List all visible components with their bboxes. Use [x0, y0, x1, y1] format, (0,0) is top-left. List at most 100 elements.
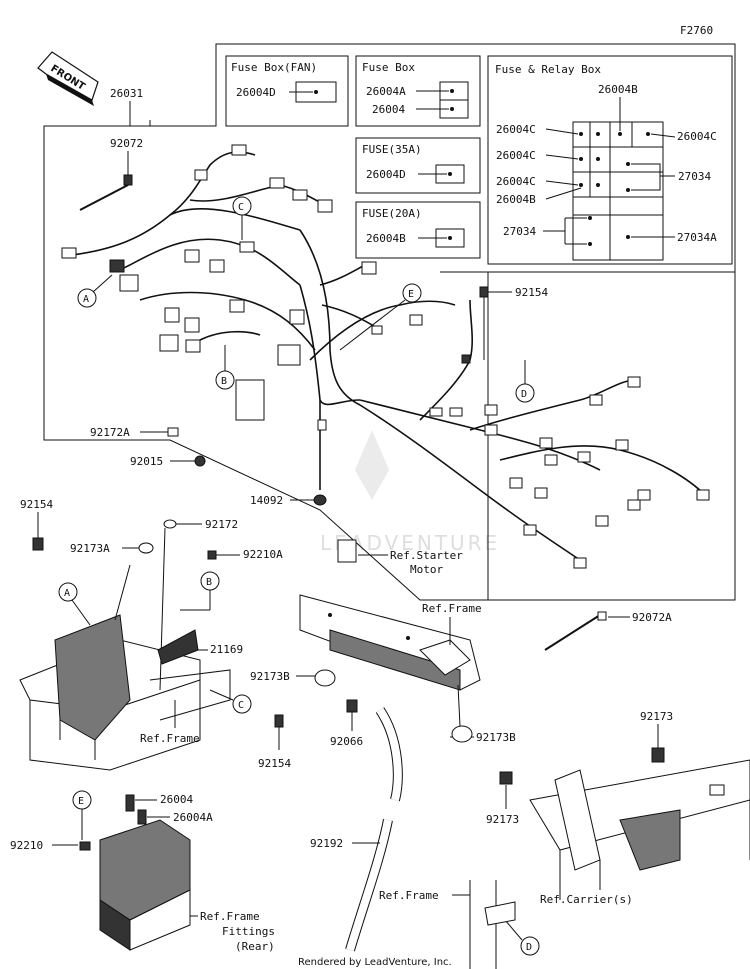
callout-c-top: C	[232, 196, 252, 240]
svg-text:92072A: 92072A	[632, 611, 672, 624]
label-92172a: 92172A	[90, 426, 179, 439]
callout-b-bottom: B	[180, 571, 220, 611]
relay-label-26004b-low: 26004B	[496, 193, 536, 206]
label-92154-bottom: 92154	[258, 714, 291, 770]
svg-text:Motor: Motor	[410, 563, 443, 576]
fuse-box-title: Fuse Box	[362, 61, 415, 74]
relay-label-26004c-right: 26004C	[677, 130, 717, 143]
fuse-35a-part: 26004D	[366, 168, 406, 181]
callout-c-bottom: C	[209, 689, 252, 714]
label-ref-frame-left: Ref.Frame	[140, 700, 200, 745]
hose-illustration	[345, 707, 403, 952]
svg-text:92173B: 92173B	[250, 670, 290, 683]
relay-label-26004c-2: 26004C	[496, 149, 536, 162]
label-ref-frame-top: Ref.Frame	[422, 602, 482, 645]
relay-label-27034-left: 27034	[503, 225, 536, 238]
label-26031: 26031	[110, 87, 143, 126]
callout-b-top: B	[215, 345, 235, 390]
svg-text:92210A: 92210A	[243, 548, 283, 561]
svg-text:92192: 92192	[310, 837, 343, 850]
label-92172: 92172	[159, 518, 238, 691]
fuse-20a-part: 26004B	[366, 232, 406, 245]
label-ref-carrier: Ref.Carrier(s)	[540, 860, 633, 906]
fuse-box-fan-part: 26004D	[236, 86, 276, 99]
svg-text:14092: 14092	[250, 494, 283, 507]
label-92173b-right: 92173B	[450, 684, 516, 744]
svg-text:B: B	[221, 376, 227, 387]
svg-text:26031: 26031	[110, 87, 143, 100]
callout-e-top: E	[339, 283, 422, 351]
label-92154-top: 92154	[479, 286, 548, 360]
front-arrow-icon: FRONT	[37, 51, 99, 106]
fuse-35a-panel: FUSE(35A) 26004D	[355, 137, 481, 194]
label-21169: 21169	[157, 629, 243, 665]
label-ref-starter-motor: Ref.Starter Motor	[337, 539, 463, 576]
svg-text:92173: 92173	[640, 710, 673, 723]
fuse-relay-box-panel: Fuse & Relay Box 26004B 26004C	[487, 55, 733, 265]
fuse-box-panel: Fuse Box 26004A 26004	[355, 55, 481, 127]
label-ref-frame-fittings-rear: Ref.Frame Fittings (Rear)	[190, 910, 275, 953]
label-26004: 26004	[125, 793, 193, 812]
callout-d-top: D	[515, 360, 535, 403]
callout-a-top: A	[77, 274, 113, 308]
svg-text:(Rear): (Rear)	[235, 940, 275, 953]
svg-text:D: D	[521, 389, 527, 400]
label-92066: 92066	[330, 699, 363, 748]
svg-text:C: C	[238, 202, 244, 213]
battery-bracket-illustration	[19, 564, 231, 771]
svg-text:Ref.Frame: Ref.Frame	[200, 910, 260, 923]
svg-text:92066: 92066	[330, 735, 363, 748]
svg-text:Ref.Starter: Ref.Starter	[390, 549, 463, 562]
svg-text:92015: 92015	[130, 455, 163, 468]
svg-text:92172A: 92172A	[90, 426, 130, 439]
svg-text:Ref.Frame: Ref.Frame	[140, 732, 200, 745]
svg-text:Fittings: Fittings	[222, 925, 275, 938]
fuse-box-part-a: 26004A	[366, 85, 406, 98]
label-26004a: 26004A	[137, 809, 213, 825]
relay-label-26004c-1: 26004C	[496, 123, 536, 136]
svg-text:26004: 26004	[160, 793, 193, 806]
svg-text:A: A	[64, 588, 70, 599]
label-92173b-left: 92173B	[250, 669, 336, 687]
callout-e-bottom: E	[72, 790, 92, 840]
svg-text:21169: 21169	[210, 643, 243, 656]
svg-text:92172: 92172	[205, 518, 238, 531]
fuse-20a-panel: FUSE(20A) 26004B	[355, 201, 481, 259]
relay-label-26004b-top: 26004B	[598, 83, 638, 96]
frame-rail-illustration	[299, 594, 481, 691]
main-wiring-harness	[71, 151, 706, 561]
fuse-20a-title: FUSE(20A)	[362, 207, 422, 220]
svg-text:A: A	[83, 294, 89, 305]
svg-text:Ref.Carrier(s): Ref.Carrier(s)	[540, 893, 633, 906]
svg-text:C: C	[238, 700, 244, 711]
render-credit: Rendered by LeadVenture, Inc.	[298, 957, 452, 968]
fuse-relay-box-title: Fuse & Relay Box	[495, 63, 601, 76]
svg-text:92154: 92154	[20, 498, 53, 511]
label-ref-frame-bottom: Ref.Frame	[379, 880, 516, 969]
svg-text:92154: 92154	[515, 286, 548, 299]
label-92072a: 92072A	[544, 611, 672, 651]
leadventure-watermark: LEADVENTURE	[320, 430, 497, 555]
diagram-code: F2760	[680, 24, 713, 37]
svg-text:92072: 92072	[110, 137, 143, 150]
fuse-box-fan-panel: Fuse Box(FAN) 26004D	[225, 55, 349, 127]
label-92192: 92192	[310, 837, 380, 850]
fuse-box-fan-title: Fuse Box(FAN)	[231, 61, 317, 74]
svg-text:E: E	[78, 796, 84, 807]
fuse-cover-illustration	[79, 819, 191, 951]
relay-label-27034-right: 27034	[678, 170, 711, 183]
callout-d-bottom: D	[504, 919, 540, 956]
callout-a-bottom: A	[58, 582, 91, 626]
label-92210a: 92210A	[207, 548, 283, 561]
label-92173a: 92173A	[70, 542, 154, 555]
svg-text:92173A: 92173A	[70, 542, 110, 555]
label-92072: 92072	[79, 137, 143, 211]
label-92154-left: 92154	[20, 498, 53, 551]
svg-text:92173: 92173	[486, 813, 519, 826]
svg-text:E: E	[408, 289, 414, 300]
svg-text:92173B: 92173B	[476, 731, 516, 744]
relay-label-26004c-3: 26004C	[496, 175, 536, 188]
harness-connectors	[61, 144, 710, 569]
